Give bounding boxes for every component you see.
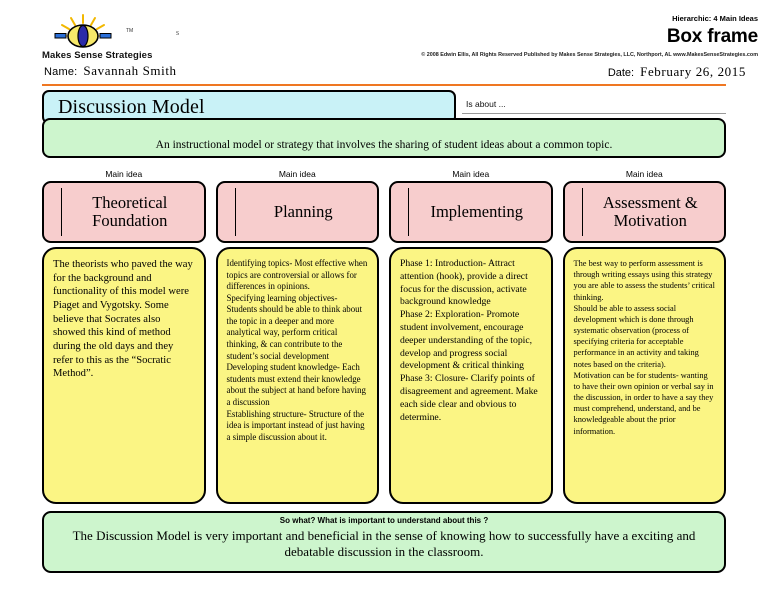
topic-title: Discussion Model [58,95,205,118]
main-idea-heading-3: Implementing [430,201,524,221]
worksheet-header: Makes Sense Strategies TM s Name: Savanna… [0,0,768,84]
main-idea-columns: Main idea Theoretical Foundation The the… [42,168,726,504]
date-value: February 26, 2015 [640,64,746,79]
so-what-text: The Discussion Model is very important a… [72,528,696,560]
main-idea-heading-4: Assessment & Motivation [602,192,698,230]
detail-box-2[interactable]: Identifying topics- Most effective when … [215,247,379,504]
main-idea-box-4[interactable]: Assessment & Motivation [562,181,726,243]
detail-text-4: The best way to perform assessment is th… [573,259,715,436]
idea-tick-mark [234,188,236,236]
copyright-notice: © 2008 Edwin Ellis, All Rights Reserved … [421,52,758,58]
name-value: Savannah Smith [83,63,177,78]
main-idea-column-1: Main idea Theoretical Foundation The the… [42,168,206,504]
main-idea-box-1[interactable]: Theoretical Foundation [42,181,206,243]
idea-tick-mark [581,188,583,236]
so-what-box[interactable]: So what? What is important to understand… [42,511,726,573]
date-field[interactable]: Date: February 26, 2015 [608,64,746,80]
so-what-label: So what? What is important to understand… [279,516,489,525]
main-idea-heading-1: Theoretical Foundation [92,192,168,230]
topic-summary-text: An instructional model or strategy that … [155,139,613,151]
idea-tick-mark [408,188,409,236]
main-idea-label-2: Main idea [278,169,316,179]
main-idea-column-2: Main idea Planning Identifying topics- M… [215,168,379,504]
main-idea-box-3[interactable]: Implementing [389,181,553,243]
idea-tick-mark [61,188,62,236]
frame-title: Box frame [666,26,758,47]
main-idea-column-3: Main idea Implementing Phase 1: Introduc… [389,168,553,504]
detail-box-3[interactable]: Phase 1: Introduction- Attract attention… [389,247,553,504]
name-label: Name: [44,66,78,78]
main-idea-label-1: Main idea [105,169,143,179]
main-idea-box-2[interactable]: Planning [215,181,379,243]
detail-box-1[interactable]: The theorists who paved the way for the … [42,247,206,504]
makes-sense-strategies-logo: Makes Sense Strategies [42,14,177,61]
date-label: Date: [607,67,635,79]
main-idea-label-3: Main idea [452,169,490,179]
trademark-mark: TM [126,28,134,34]
main-idea-heading-2: Planning [273,201,333,221]
is-about-rule [462,113,726,114]
main-idea-label-4: Main idea [625,169,663,179]
detail-text-2: Identifying topics- Most effective when … [226,258,368,442]
hierarchy-label: Hierarchic: 4 Main Ideas [672,14,758,23]
name-field[interactable]: Name: Savannah Smith [44,63,177,79]
detail-text-1: The theorists who paved the way for the … [53,259,193,380]
stray-s-mark: s [176,28,180,37]
logo-wordmark: Makes Sense Strategies [42,50,153,61]
detail-box-4[interactable]: The best way to perform assessment is th… [562,247,726,504]
sun-eye-logo-icon [54,14,112,48]
detail-text-3: Phase 1: Introduction- Attract attention… [400,258,538,423]
is-about-label: Is about ... [466,99,506,109]
header-divider [42,84,726,86]
topic-summary-box[interactable]: An instructional model or strategy that … [42,118,726,158]
main-idea-column-4: Main idea Assessment & Motivation The be… [562,168,726,504]
